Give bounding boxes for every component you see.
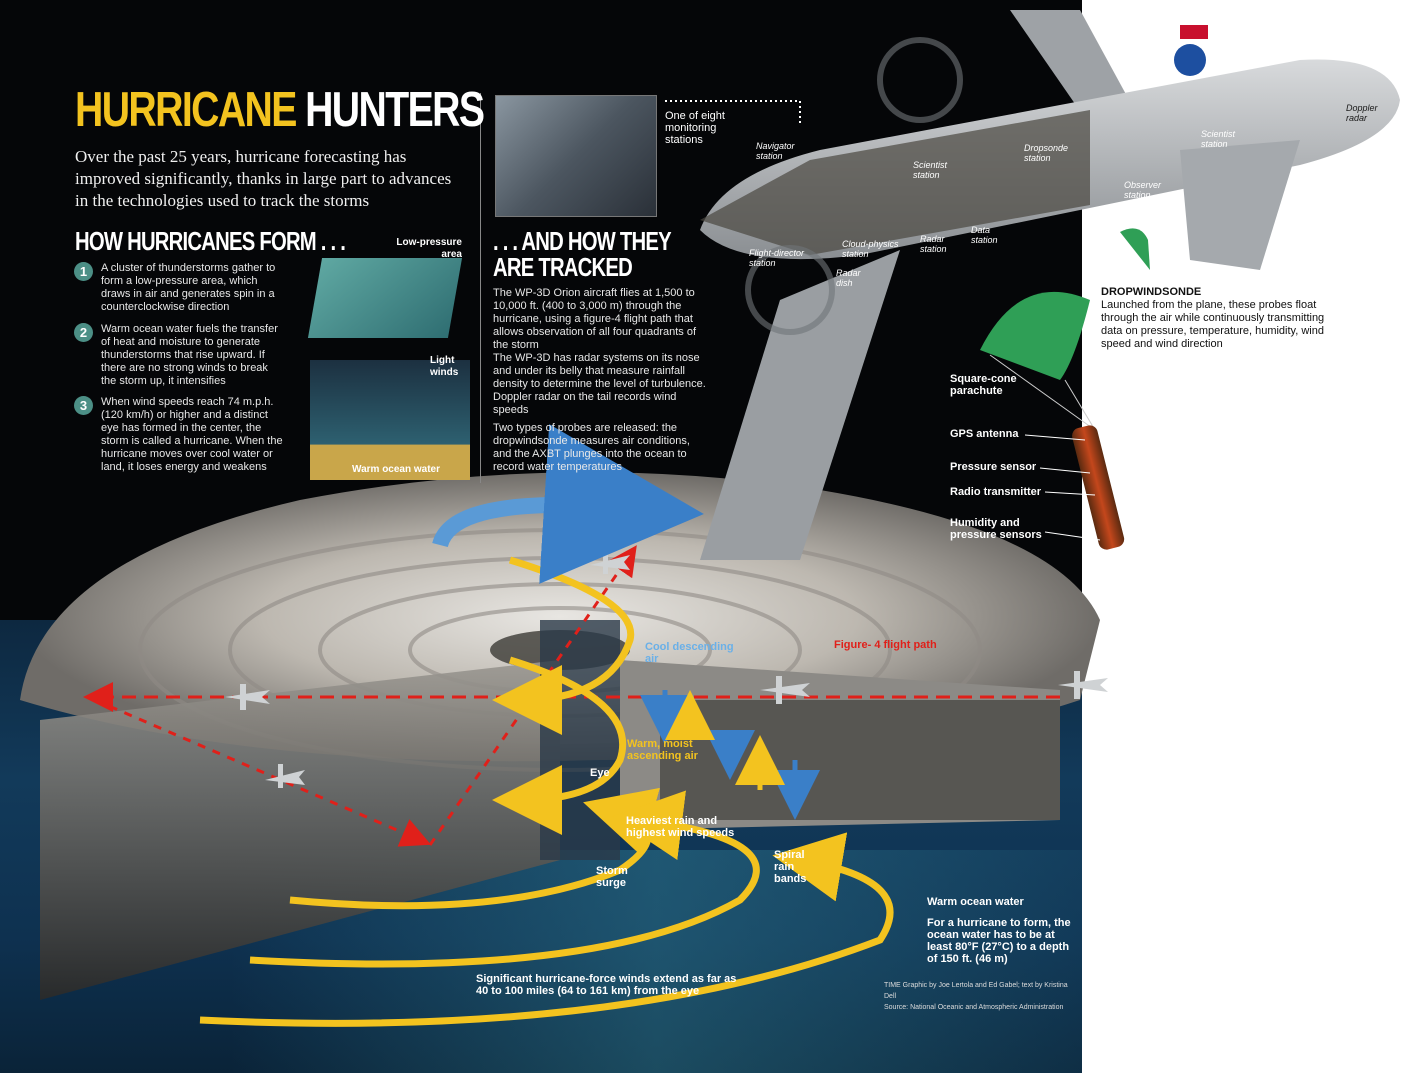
source-line: Source: National Oceanic and Atmospheric… bbox=[884, 1004, 1064, 1011]
scientist-label-2: Scientist station bbox=[1201, 129, 1236, 149]
tracked-heading-line2: ARE TRACKED bbox=[493, 252, 633, 282]
photo-caption: One of eight monitoring stations bbox=[665, 110, 725, 146]
step-number: 2 bbox=[74, 323, 93, 342]
outflow-arrow bbox=[432, 424, 704, 584]
tracked-heading-line1: . . . AND HOW THEY bbox=[493, 226, 672, 256]
radar-station-label: Radar station bbox=[920, 234, 947, 254]
navigator-label: Navigator station bbox=[756, 141, 795, 161]
title-hurricane: HURRICANE bbox=[75, 83, 297, 137]
spiral-bands-label: Spiral rain bands bbox=[774, 849, 807, 885]
monitoring-station-photo bbox=[495, 95, 657, 217]
tracked-heading: . . . AND HOW THEY ARE TRACKED bbox=[493, 226, 672, 282]
tracked-paragraph: Two types of probes are released: the dr… bbox=[493, 422, 690, 473]
dropwindsonde-text: Launched from the plane, these probes fl… bbox=[1101, 299, 1325, 350]
step-text: A cluster of thunderstorms gather to for… bbox=[101, 262, 276, 313]
low-pressure-label: Low-pressure area bbox=[396, 237, 462, 260]
radar-dish-label: Radar dish bbox=[836, 268, 861, 288]
flight-director-label: Flight-director station bbox=[749, 248, 805, 268]
low-pressure-inset bbox=[307, 258, 463, 338]
tracked-paragraph: The WP-3D Orion aircraft flies at 1,500 … bbox=[493, 287, 697, 351]
intro-text: Over the past 25 years, hurricane foreca… bbox=[75, 147, 452, 210]
dropwindsonde-title: DROPWINDSONDE bbox=[1101, 286, 1202, 298]
gps-antenna-label: GPS antenna bbox=[950, 428, 1019, 440]
thunderstorm-inset bbox=[310, 360, 470, 480]
dropsonde-label: Dropsonde station bbox=[1024, 143, 1069, 163]
credits: TIME Graphic by Joe Lertola and Ed Gabel… bbox=[884, 980, 1079, 1013]
step-number: 3 bbox=[74, 396, 93, 415]
warm-water-inset-label: Warm ocean water bbox=[352, 464, 440, 475]
figure4-label: Figure- 4 flight path bbox=[834, 639, 937, 651]
water-note: For a hurricane to form, the ocean water… bbox=[927, 917, 1071, 965]
eye-label: Eye bbox=[590, 767, 610, 779]
humidity-sensor-label: Humidity and pressure sensors bbox=[950, 517, 1042, 541]
scientist-label: Scientist station bbox=[913, 160, 948, 180]
dropwindsonde-illustration bbox=[980, 228, 1150, 550]
page-title: HURRICANE HUNTERS bbox=[75, 83, 485, 137]
column-divider bbox=[480, 93, 481, 483]
step-number: 1 bbox=[74, 262, 93, 281]
winds-note: Significant hurricane-force winds extend… bbox=[476, 973, 737, 997]
form-heading: HOW HURRICANES FORM . . . bbox=[75, 226, 346, 256]
step-text: When wind speeds reach 74 m.p.h. (120 km… bbox=[101, 396, 283, 473]
step-3: 3 When wind speeds reach 74 m.p.h. (120 … bbox=[74, 396, 285, 474]
step-2: 2 Warm ocean water fuels the transfer of… bbox=[74, 323, 285, 388]
air-arrows bbox=[640, 690, 820, 820]
pressure-sensor-label: Pressure sensor bbox=[950, 461, 1037, 473]
doppler-label: Doppler radar bbox=[1346, 103, 1378, 123]
warm-ocean-label: Warm ocean water bbox=[927, 896, 1024, 908]
credit-line: TIME Graphic by Joe Lertola and Ed Gabel… bbox=[884, 982, 1068, 1000]
warm-air-label: Warm, moist ascending air bbox=[627, 738, 698, 762]
monitoring-callout bbox=[665, 100, 801, 125]
radio-transmitter-label: Radio transmitter bbox=[950, 486, 1042, 498]
title-hunters: HUNTERS bbox=[305, 83, 485, 137]
light-winds-label: Light winds bbox=[430, 355, 459, 378]
observer-label: Observer station bbox=[1124, 180, 1162, 200]
step-1: 1 A cluster of thunderstorms gather to f… bbox=[74, 262, 285, 314]
probe-leader-lines bbox=[1024, 434, 1101, 541]
cloud-physics-label: Cloud-physics station bbox=[842, 239, 899, 259]
tracked-paragraph: The WP-3D has radar systems on its nose … bbox=[493, 352, 706, 416]
step-text: Warm ocean water fuels the transfer of h… bbox=[101, 323, 278, 387]
data-station-label: Data station bbox=[971, 225, 998, 245]
parachute-label: Square-cone parachute bbox=[950, 373, 1017, 397]
wp3d-aircraft bbox=[700, 10, 1400, 560]
storm-surge-label: Storm surge bbox=[596, 865, 628, 889]
cool-air-label: Cool descending air bbox=[645, 641, 734, 665]
heaviest-rain-label: Heaviest rain and highest wind speeds bbox=[626, 815, 735, 839]
